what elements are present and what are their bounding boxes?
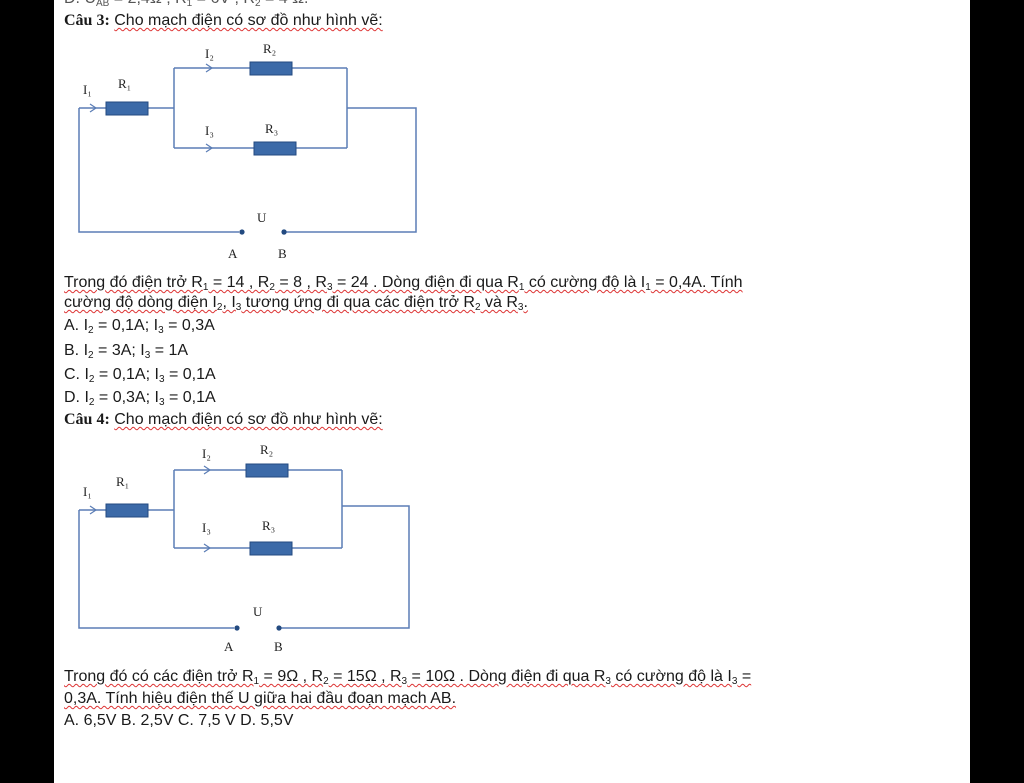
label-i1: I₁ — [83, 82, 92, 97]
resistor-r3 — [249, 541, 293, 556]
label-i1: I₁ — [83, 484, 92, 499]
question-3-option-d: D. I2 = 0,3A; I3 = 0,1A — [64, 389, 216, 408]
resistor-r2 — [245, 463, 289, 478]
label-i3: I₃ — [202, 520, 211, 535]
resistor-r1 — [105, 101, 149, 116]
question-4-options: A. 6,5V B. 2,5V C. 7,5 V D. 5,5V — [64, 712, 294, 729]
previous-answer-fragment: D. UAB = 2,4Ω ; R1 = 6V ; R2 = 4 Ω. — [64, 0, 308, 9]
label-r2: R₂ — [263, 41, 276, 56]
question-3-prompt: Cho mạch điện có sơ đồ như hình vẽ: — [114, 12, 383, 29]
question-4-circuit: I₁ R₁ I₂ R₂ I₃ R₃ U A B — [54, 438, 454, 663]
question-4-prompt: Cho mạch điện có sơ đồ như hình vẽ: — [114, 411, 383, 428]
question-4-body-line-1: Trong đó có các điện trở R1 = 9Ω , R2 = … — [64, 668, 752, 687]
question-4-number: Câu 4: — [64, 411, 110, 428]
question-3-option-a: A. I2 = 0,1A; I3 = 0,3A — [64, 317, 215, 336]
terminal-a — [234, 625, 240, 631]
question-4-body-line-2: 0,3A. Tính hiệu điện thế U giữa hai đầu … — [64, 690, 457, 707]
question-3-number: Câu 3: — [64, 12, 110, 29]
resistor-r3 — [253, 141, 297, 156]
question-3-body-line-2: cường độ dòng điện I2, I3 tương ứng đi q… — [64, 294, 528, 313]
terminal-b — [276, 625, 282, 631]
label-i2: I₂ — [205, 46, 214, 61]
question-3-body-line-1: Trong đó điện trở R1 = 14 , R2 = 8 , R3 … — [64, 274, 743, 293]
label-i3: I₃ — [205, 123, 214, 138]
label-u: U — [257, 210, 267, 225]
question-3-title: Câu 3: Cho mạch điện có sơ đồ như hình v… — [64, 12, 383, 30]
resistor-r2 — [249, 61, 293, 76]
question-3-circuit: I₁ R₁ I₂ R₂ I₃ R₃ U A B — [54, 40, 454, 265]
label-r2: R₂ — [260, 442, 273, 457]
label-i2: I₂ — [202, 446, 211, 461]
label-r3: R₃ — [265, 121, 278, 136]
label-r1: R₁ — [116, 474, 129, 489]
resistor-r1 — [105, 503, 149, 518]
label-a: A — [228, 246, 238, 261]
label-r3: R₃ — [262, 518, 275, 533]
question-4-title: Câu 4: Cho mạch điện có sơ đồ như hình v… — [64, 411, 383, 429]
question-3-option-b: B. I2 = 3A; I3 = 1A — [64, 342, 189, 361]
label-b: B — [278, 246, 287, 261]
label-r1: R₁ — [118, 76, 131, 91]
question-3-option-c: C. I2 = 0,1A; I3 = 0,1A — [64, 366, 216, 385]
label-u: U — [253, 604, 263, 619]
label-b: B — [274, 639, 283, 654]
document-page: D. UAB = 2,4Ω ; R1 = 6V ; R2 = 4 Ω. Câu … — [54, 0, 970, 783]
label-a: A — [224, 639, 234, 654]
